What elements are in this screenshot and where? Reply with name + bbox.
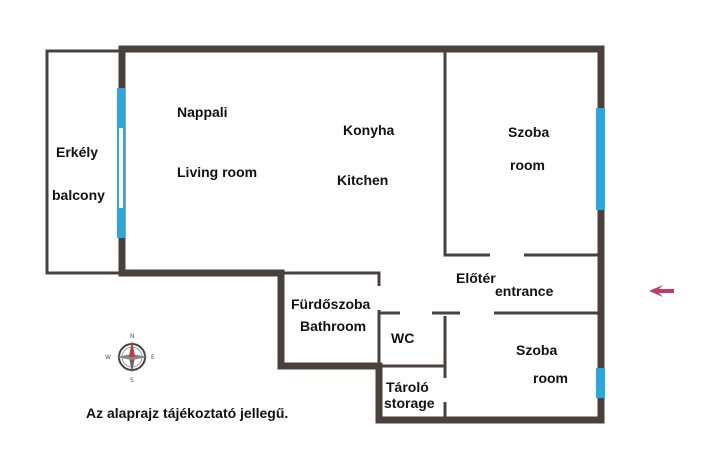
compass-rose-icon: N S E W — [105, 333, 155, 384]
compass-w: W — [105, 354, 111, 361]
arrow-left-icon — [649, 285, 674, 297]
window-room-bottom — [596, 368, 605, 398]
entrance-label-hu: Előtér — [456, 270, 496, 286]
bathroom-label-hu: Fürdőszoba — [291, 296, 371, 312]
compass-n: N — [130, 333, 135, 340]
wc-label: WC — [391, 330, 414, 346]
balcony-label-hu: Erkély — [56, 144, 98, 160]
living-label-hu: Nappali — [177, 104, 228, 120]
compass-e: E — [151, 354, 155, 361]
disclaimer-note: Az alaprajz tájékoztató jellegű. — [86, 405, 288, 421]
balcony-walls — [45, 49, 125, 275]
storage-label-en: storage — [384, 395, 435, 411]
kitchen-label-hu: Konyha — [343, 122, 395, 138]
door-openings — [376, 252, 524, 402]
balcony-door-gap — [119, 128, 123, 208]
kitchen-label-en: Kitchen — [337, 172, 388, 188]
room-top-label-en: room — [510, 157, 545, 173]
storage-label-hu: Tároló — [386, 379, 429, 395]
balcony-label-en: balcony — [52, 187, 105, 203]
room-bottom-label-hu: Szoba — [516, 342, 557, 358]
room-bottom-label-en: room — [533, 370, 568, 386]
bathroom-label-en: Bathroom — [300, 318, 366, 334]
room-top-label-hu: Szoba — [508, 124, 549, 140]
compass-s: S — [130, 377, 134, 384]
living-label-en: Living room — [177, 164, 257, 180]
window-room-top — [596, 108, 605, 210]
entrance-label-en: entrance — [495, 283, 554, 299]
windows — [117, 88, 605, 398]
